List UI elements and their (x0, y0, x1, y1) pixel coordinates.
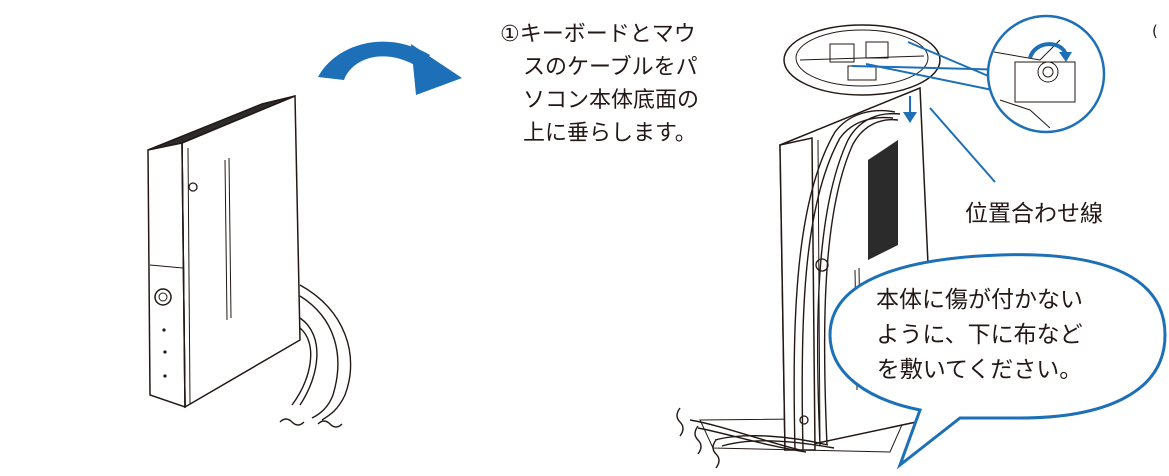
bubble-note: 本体に傷が付かない ように、下に布など を敷いてください。 (876, 283, 1083, 388)
step-1-instruction: ①キーボードとマウ スのケーブルをパ ソコン本体底面の 上に垂らします。 (500, 18, 699, 150)
alignment-line-label: 位置合わせ線 (965, 201, 1103, 227)
curved-arrow-icon (318, 41, 462, 95)
pc-upright-illustration (147, 94, 352, 428)
step-1-line-2: スのケーブルをパ (523, 55, 698, 80)
speech-bubble (828, 253, 1167, 470)
step-1-line-4: 上に垂らします。 (523, 121, 697, 146)
bubble-line-2: ように、下に布など (876, 322, 1083, 348)
pc-with-stand-illustration (676, 14, 1106, 469)
bubble-line-1: 本体に傷が付かない (876, 287, 1083, 313)
edge-step-marker: ( (1152, 22, 1158, 40)
step-1-line-1: ①キーボードとマウ (500, 22, 696, 47)
bubble-line-3: を敷いてください。 (876, 357, 1083, 383)
step-1-line-3: ソコン本体底面の (523, 88, 700, 113)
rotate-screw-icon (1028, 42, 1072, 62)
